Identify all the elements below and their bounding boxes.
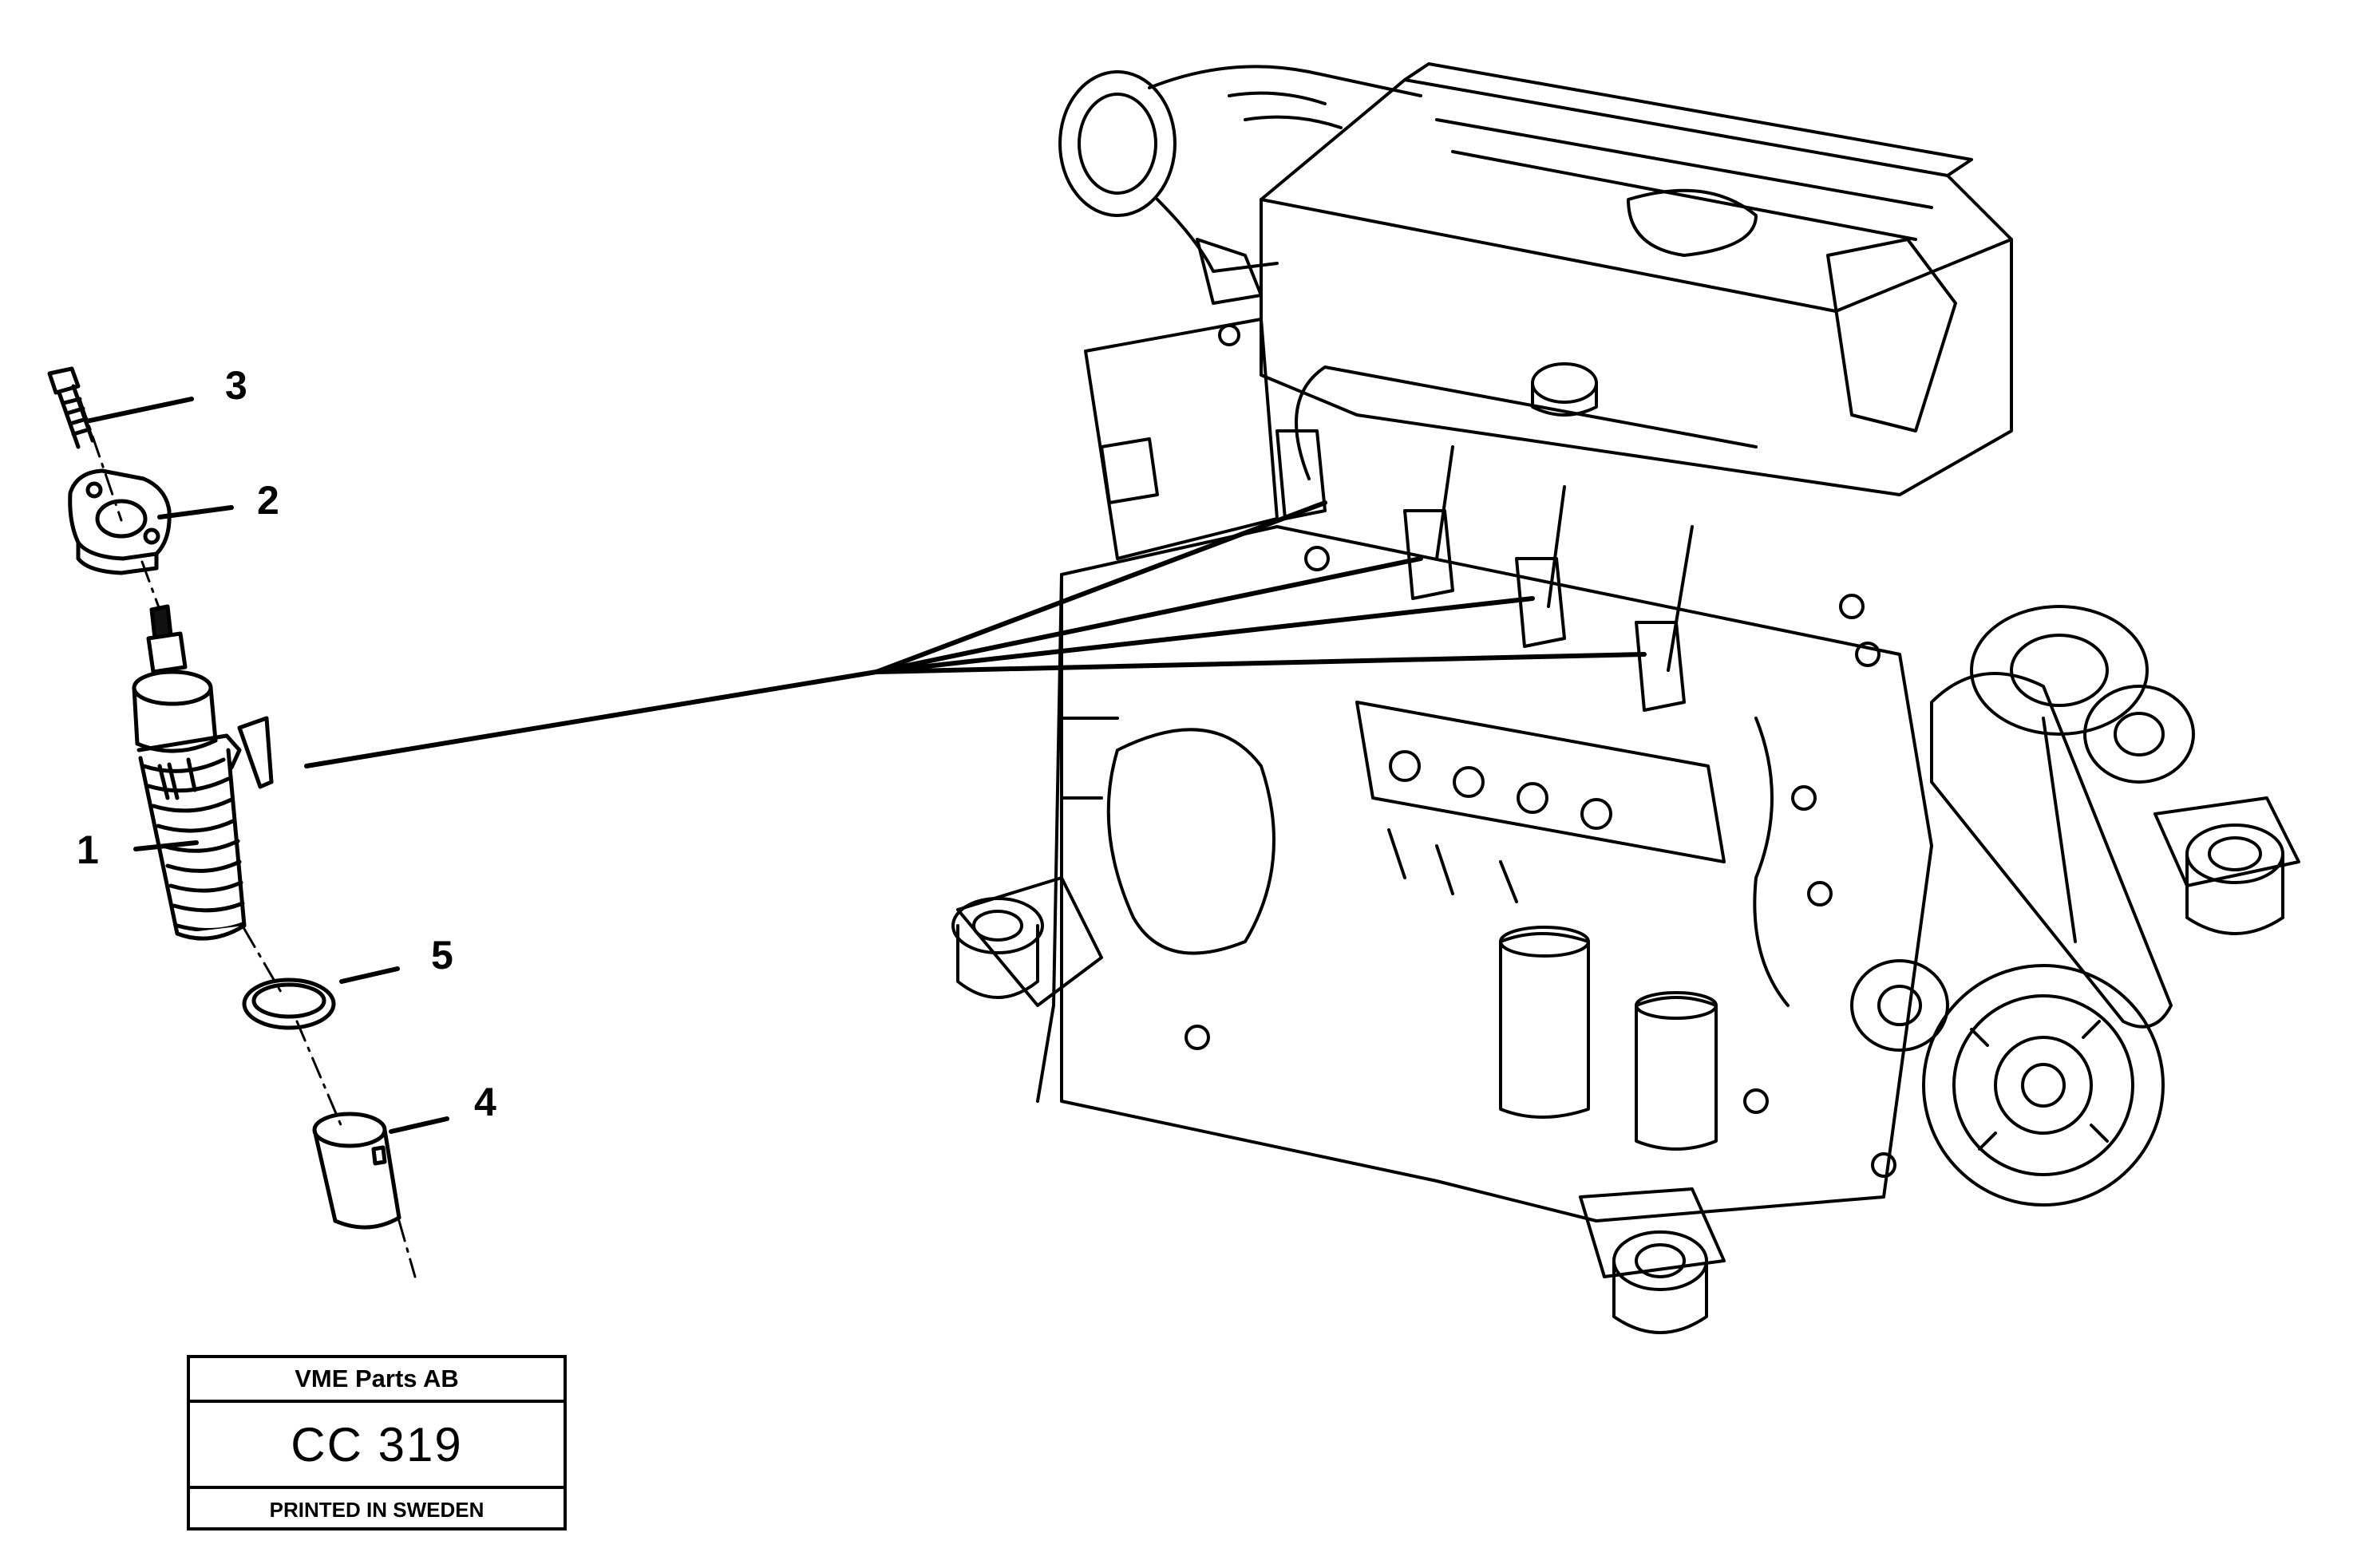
location-pointer-lines	[304, 500, 1647, 768]
callout-4: 4	[474, 1080, 496, 1124]
callout-leaders	[84, 397, 449, 1134]
callout-2: 2	[257, 478, 279, 523]
company-name: VME Parts AB	[190, 1358, 564, 1403]
printed-in-note: PRINTED IN SWEDEN	[269, 1497, 484, 1522]
engine-assembly	[951, 62, 2300, 1334]
title-block: VME Parts AB CC 319 PRINTED IN SWEDEN	[187, 1355, 567, 1530]
callout-5: 5	[431, 933, 453, 978]
bolt-part	[47, 366, 95, 449]
sleeve-part	[312, 1112, 401, 1230]
callout-1: 1	[77, 827, 99, 872]
drawing-code: CC 319	[190, 1403, 564, 1489]
callout-3: 3	[225, 363, 247, 408]
seal-ring-part	[242, 978, 336, 1030]
clamp-plate-part	[68, 468, 172, 575]
injector-part	[132, 604, 274, 941]
